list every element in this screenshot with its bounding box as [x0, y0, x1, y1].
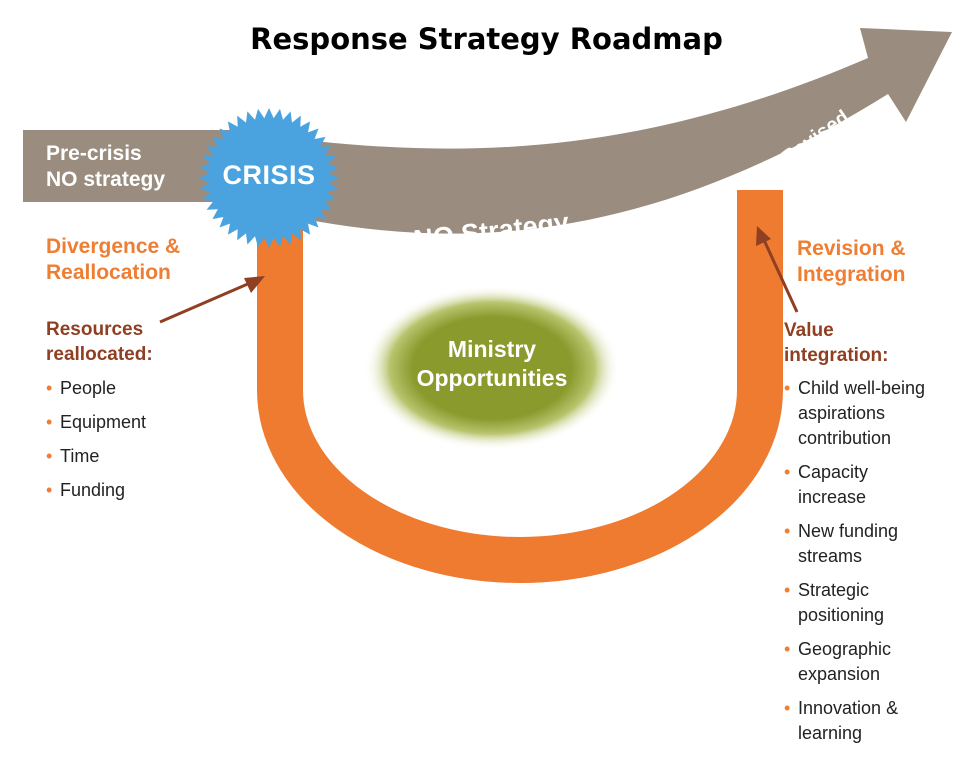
- list-item-line: contribution: [798, 428, 892, 448]
- left-pointer-arrow: [159, 276, 265, 324]
- list-item: Time: [46, 444, 146, 468]
- right-heading: Revision & Integration: [797, 236, 906, 288]
- list-item-line: Geographic: [798, 639, 892, 659]
- right-pointer-arrow: [756, 226, 799, 313]
- list-item: Innovation & learning: [784, 696, 925, 746]
- list-item-line: Child well-being: [798, 378, 926, 398]
- right-subheading: Value integration:: [784, 318, 889, 368]
- list-item: Equipment: [46, 410, 146, 434]
- crisis-label: CRISIS: [222, 160, 316, 190]
- list-item-line: expansion: [798, 664, 881, 684]
- list-item-line: positioning: [798, 605, 885, 625]
- list-item: Child well-being aspirations contributio…: [784, 376, 925, 451]
- value-integration-list: Child well-being aspirations contributio…: [784, 376, 925, 755]
- list-item-line: Innovation &: [798, 698, 899, 718]
- list-item-line: learning: [798, 723, 863, 743]
- left-heading: Divergence & Reallocation: [46, 234, 180, 286]
- list-item: People: [46, 376, 146, 400]
- list-item-line: aspirations: [798, 403, 886, 423]
- list-item: Capacity increase: [784, 460, 925, 510]
- left-subheading: Resources reallocated:: [46, 317, 153, 367]
- diagram-title: Response Strategy Roadmap: [250, 22, 723, 56]
- ministry-ellipse: [364, 286, 620, 450]
- ministry-line2: Opportunities: [416, 365, 568, 391]
- left-heading-line1: Divergence &: [46, 235, 181, 258]
- right-subheading-line2: integration:: [784, 345, 889, 366]
- list-item: Geographic expansion: [784, 637, 925, 687]
- list-item-line: Strategic: [798, 580, 870, 600]
- list-item-line: New funding: [798, 521, 899, 541]
- list-item: Funding: [46, 478, 146, 502]
- ministry-line1: Ministry: [447, 336, 537, 362]
- crisis-burst: [199, 108, 339, 248]
- left-subheading-line1: Resources: [46, 319, 144, 340]
- response-strategy-band: [257, 190, 783, 583]
- list-item: Strategic positioning: [784, 578, 925, 628]
- right-subheading-line1: Value: [784, 320, 834, 341]
- right-heading-line1: Revision &: [797, 237, 906, 260]
- list-item-line: streams: [798, 546, 863, 566]
- list-item-line: increase: [798, 487, 867, 507]
- list-item: New funding streams: [784, 519, 925, 569]
- pre-crisis-line2: NO strategy: [46, 168, 166, 191]
- pre-crisis-line1: Pre-crisis: [46, 142, 142, 165]
- right-heading-line2: Integration: [797, 263, 906, 286]
- list-item-line: Capacity: [798, 462, 869, 482]
- left-subheading-line2: reallocated:: [46, 344, 153, 365]
- resources-list: People Equipment Time Funding: [46, 376, 146, 512]
- left-heading-line2: Reallocation: [46, 261, 171, 284]
- ministry-label: Ministry Opportunities: [372, 335, 612, 393]
- pre-crisis-label: Pre-crisis NO strategy: [46, 141, 165, 193]
